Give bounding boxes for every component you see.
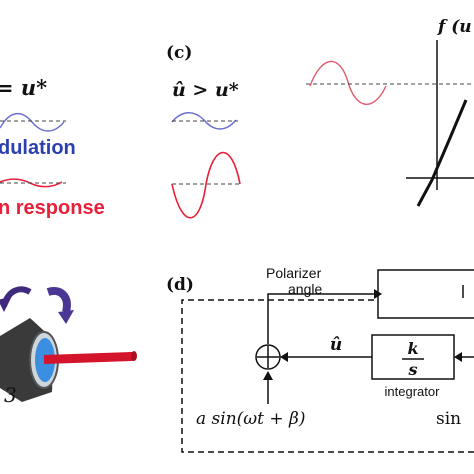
integrator-gain-numerator: k [407,339,418,358]
panel-b: = u* dulation n response 3 [0,75,137,407]
panel-c: (c) û > u* [166,43,241,219]
signal-to-plant-arrow [374,289,382,299]
panel-c-modulation-wave [171,112,237,130]
panel-top-right: f (u [306,17,474,207]
rotation-arrowhead-left [0,296,12,312]
response-curve [416,99,468,207]
rotation-arrowhead-right [58,310,74,324]
integrator-label: integrator [385,384,441,399]
response-label: n response [0,197,105,219]
polarizer-label-line1: Polarizer [266,265,322,281]
modulation-label: dulation [0,137,76,159]
panel-c-label: (c) [166,43,192,63]
panel-d-label: (d) [166,275,194,295]
axis-label-f: f (u [437,17,472,37]
rotation-arrow-right [46,287,71,313]
u-hat-label: û [330,335,342,355]
polarizer-label-line2: angle [288,281,322,297]
integrator-to-sum-arrow [280,352,288,362]
right-signal-partial: sin [436,409,461,429]
panel-c-condition: û > u* [172,79,239,101]
panel-c-response-wave [171,151,241,219]
dither-input-arrow [263,371,273,380]
integrator-gain-denominator: s [407,360,417,379]
panel-b-partial-tag: 3 [4,383,17,407]
laser-beam [43,351,135,364]
signal-to-plant-wire [267,293,374,344]
panel-b-header: = u* [0,75,47,100]
integrator-block [371,334,455,380]
plant-block [377,269,474,319]
right-input-arrow [454,352,462,362]
input-wave [309,60,387,105]
modulation-wave [0,113,65,132]
dither-input-signal: a sin(ωt + β) [196,409,306,429]
panel-d: (d) Polarizer angle k s integrator û a s… [166,265,474,453]
dashed-enclosure [181,299,474,453]
polarizer-device-illustration [0,286,137,402]
laser-beam-end [131,351,137,361]
